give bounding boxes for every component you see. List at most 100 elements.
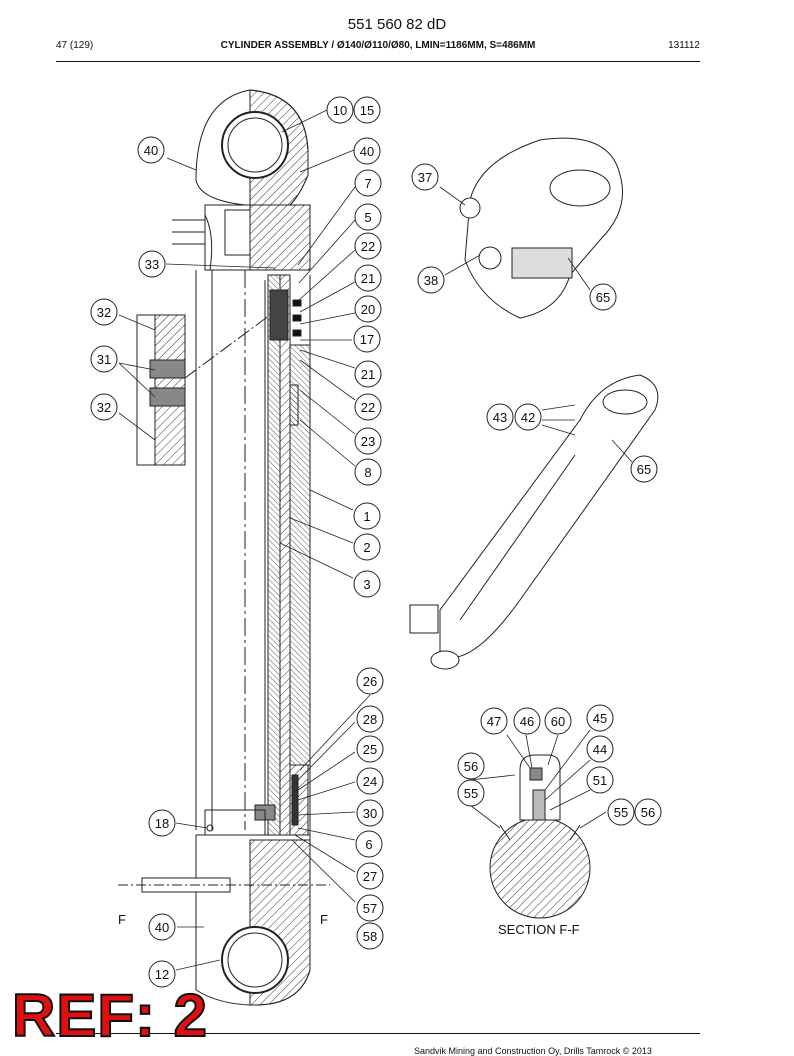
callout-circle xyxy=(138,250,166,278)
callout-label: 56 xyxy=(464,759,478,774)
callout-label: 17 xyxy=(360,332,374,347)
callout-circle xyxy=(354,458,382,486)
callout-label: 47 xyxy=(487,714,501,729)
callout-circle xyxy=(457,779,485,807)
callout-label: 24 xyxy=(363,774,377,789)
callout-circle xyxy=(148,913,176,941)
callout-circle xyxy=(354,295,382,323)
footer-copyright: Sandvik Mining and Construction Oy, Dril… xyxy=(414,1046,652,1056)
callout-circle xyxy=(356,735,384,763)
callout-label: 23 xyxy=(361,434,375,449)
callout-label: 18 xyxy=(155,816,169,831)
callout-label: 65 xyxy=(596,290,610,305)
date-code: 131112 xyxy=(668,40,700,51)
callout-circle xyxy=(586,704,614,732)
callout-label: 10 xyxy=(333,103,347,118)
callout-circle xyxy=(353,570,381,598)
callout-label: 32 xyxy=(97,305,111,320)
ref-stamp: REF: 2 xyxy=(11,982,209,1049)
callout-circle xyxy=(586,735,614,763)
isometric-view-top xyxy=(459,137,623,319)
callout-circle xyxy=(356,922,384,950)
callout-circle xyxy=(356,667,384,695)
callout-circle xyxy=(486,403,514,431)
callout-label: 40 xyxy=(155,920,169,935)
callout-label: 22 xyxy=(361,239,375,254)
callout-circle xyxy=(353,533,381,561)
callout-circle xyxy=(354,203,382,231)
leader-lines xyxy=(118,109,633,971)
callout-label: 42 xyxy=(521,410,535,425)
callout-circle xyxy=(326,96,354,124)
callout-circle xyxy=(457,752,485,780)
callout-circle xyxy=(356,799,384,827)
callout-circle xyxy=(90,393,118,421)
callout-label: 55 xyxy=(464,786,478,801)
header-rule xyxy=(56,61,700,62)
callout-label: 3 xyxy=(363,577,370,592)
callout-label: 5 xyxy=(364,210,371,225)
callout-label: 58 xyxy=(363,929,377,944)
callout-label: 51 xyxy=(593,773,607,788)
callout-circle xyxy=(589,283,617,311)
callout-label: 57 xyxy=(363,901,377,916)
main-cylinder-section xyxy=(118,89,330,1006)
callout-circle xyxy=(354,169,382,197)
page-count: 47 (129) xyxy=(56,40,94,51)
callout-label: 27 xyxy=(363,869,377,884)
callout-label: 44 xyxy=(593,742,607,757)
callout-label: 65 xyxy=(637,462,651,477)
callout-label: 25 xyxy=(363,742,377,757)
callout-circle xyxy=(355,830,383,858)
callout-label: 26 xyxy=(363,674,377,689)
seal-detail-view xyxy=(136,314,271,466)
callout-circle xyxy=(353,325,381,353)
callout-circle xyxy=(586,766,614,794)
callout-label: 55 xyxy=(614,805,628,820)
callout-circle xyxy=(137,136,165,164)
section-label: SECTION F-F xyxy=(498,922,580,937)
isometric-view-side xyxy=(409,374,659,670)
callout-circle xyxy=(354,264,382,292)
callout-label: 31 xyxy=(97,352,111,367)
callout-labels: 10 15 40 40 7 5 22 21 20 17 21 22 23 8 1… xyxy=(97,103,655,982)
section-mark-left: F xyxy=(118,912,126,927)
callout-label: 8 xyxy=(364,465,371,480)
document-number: 551 560 82 dD xyxy=(347,16,447,33)
callout-circle xyxy=(630,455,658,483)
callout-circle xyxy=(353,502,381,530)
footer-rule xyxy=(56,1033,700,1034)
callout-circle xyxy=(411,163,439,191)
callout-circle xyxy=(607,798,635,826)
callout-circle xyxy=(148,809,176,837)
callout-label: 22 xyxy=(361,400,375,415)
callout-label: 30 xyxy=(363,806,377,821)
callout-label: 45 xyxy=(593,711,607,726)
callout-circle xyxy=(356,894,384,922)
callout-circle xyxy=(356,862,384,890)
callout-circles xyxy=(90,96,662,988)
callout-label: 40 xyxy=(144,143,158,158)
document-title: CYLINDER ASSEMBLY / Ø140/Ø110/Ø80, LMIN=… xyxy=(220,40,536,51)
callout-label: 21 xyxy=(361,367,375,382)
callout-label: 32 xyxy=(97,400,111,415)
callout-circle xyxy=(544,707,572,735)
section-mark-right: F xyxy=(320,912,328,927)
callout-label: 40 xyxy=(360,144,374,159)
callout-label: 60 xyxy=(551,714,565,729)
callout-label: 37 xyxy=(418,170,432,185)
callout-circle xyxy=(90,298,118,326)
callout-circle xyxy=(514,403,542,431)
callout-label: 33 xyxy=(145,257,159,272)
callout-circle xyxy=(417,266,445,294)
section-f-f-view xyxy=(489,754,591,919)
callout-label: 7 xyxy=(364,176,371,191)
callout-circle xyxy=(480,707,508,735)
callout-circle xyxy=(634,798,662,826)
callout-circle xyxy=(354,427,382,455)
callout-label: 12 xyxy=(155,967,169,982)
callout-label: 20 xyxy=(361,302,375,317)
callout-label: 46 xyxy=(520,714,534,729)
callout-label: 21 xyxy=(361,271,375,286)
